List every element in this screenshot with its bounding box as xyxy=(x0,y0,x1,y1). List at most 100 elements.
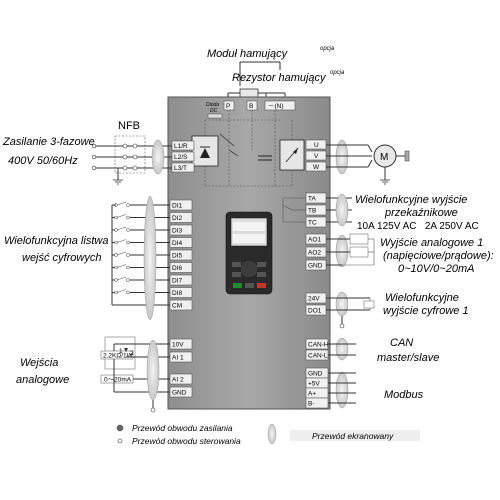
power-input-section: NFB Zasilanie 3-fazowe 400V 50/60Hz L1/R… xyxy=(2,120,195,185)
terminal-gnd-out: GND xyxy=(305,259,327,271)
terminal-can-l-label: CAN-L xyxy=(308,353,328,360)
terminal-l3 xyxy=(171,162,195,173)
power-wire-marker xyxy=(151,139,165,175)
terminal-di3-label: DI3 xyxy=(172,228,183,235)
terminal-can-h-label: CAN-H xyxy=(308,342,329,349)
modbus-label: Modbus xyxy=(384,389,424,401)
brake-resistor-superscript: opcja xyxy=(330,70,345,76)
can-label-line2: master/slave xyxy=(377,352,439,364)
keypad-stop-key xyxy=(257,283,266,288)
terminal-ai-2-label: AI 2 xyxy=(172,377,184,384)
terminal-ai-1-box xyxy=(169,351,193,363)
analog-output-label-line3: 0~10V/0~20mA xyxy=(398,263,474,275)
control-wire-marker xyxy=(335,193,349,227)
terminal-l3-label: L3/T xyxy=(174,165,187,172)
terminal-do1-label: DO1 xyxy=(308,308,322,315)
terminal-di8-label: DI8 xyxy=(172,290,183,297)
terminal-b-label: B xyxy=(249,103,253,110)
motor-label: M xyxy=(380,152,388,163)
modbus-terminals: GND+5VA+B- xyxy=(305,367,329,409)
keypad-key xyxy=(232,272,241,277)
brake-module-label: Moduł hamujący xyxy=(207,48,289,60)
terminal-modbus-3: B- xyxy=(305,397,329,409)
legend-shielded-wire: Przewód ekranowany xyxy=(312,431,394,441)
terminal-ao2-out-label: AO2 xyxy=(308,250,321,257)
potentiometer-label: 2.2KΩ/1W xyxy=(103,353,134,360)
terminal-ao1-out-label: AO1 xyxy=(308,237,321,244)
analog-output-label-line2: (napięciowe/prądowe): xyxy=(383,250,494,262)
digital-input-section: Wielofunkcyjna listwa wejść cyfrowych DI… xyxy=(4,195,193,321)
terminal-ta-label: TA xyxy=(308,196,316,203)
supply-label-line2: 400V 50/60Hz xyxy=(8,155,78,167)
terminal-modbus-0: GND xyxy=(305,367,329,379)
current-source-label: 0～20mA xyxy=(104,377,132,384)
terminal-10v-box xyxy=(169,338,193,350)
terminal-l2-label: L2/S xyxy=(174,154,188,161)
svg-text:2: 2 xyxy=(130,350,134,357)
terminal-cm-label: CM xyxy=(172,303,182,310)
digital-output-label-line1: Wielofunkcyjne xyxy=(385,292,459,304)
digital-inputs-label-line2: wejść cyfrowych xyxy=(22,252,101,264)
terminal-di7: DI7 xyxy=(169,274,193,286)
terminal-di8: DI8 xyxy=(169,287,193,298)
terminal-di3: DI3 xyxy=(169,224,193,236)
terminal-di4: DI4 xyxy=(169,237,193,248)
terminal-di2: DI2 xyxy=(169,212,193,223)
relay-label-line2: przekaźnikowe xyxy=(384,207,458,219)
analog-output-label-line1: Wyjście analogowe 1 xyxy=(380,237,483,249)
terminal-tb: TB xyxy=(305,204,327,216)
modbus-section: GND+5VA+B- Modbus xyxy=(305,367,424,409)
control-wire-marker xyxy=(335,234,349,268)
terminal-di6-label: DI6 xyxy=(172,265,183,272)
svg-text:1: 1 xyxy=(119,348,123,355)
terminal-v-label: V xyxy=(314,153,319,160)
terminal-tc-label: TC xyxy=(308,220,317,227)
keypad-key xyxy=(232,262,241,267)
legend-shielded-box xyxy=(290,430,420,441)
motor-output-section: U V W M xyxy=(305,139,410,185)
terminal-di5-label: DI5 xyxy=(172,253,183,260)
terminal-ai-2: AI 2 xyxy=(169,373,193,385)
supply-label-line1: Zasilanie 3-fazowe xyxy=(2,136,95,148)
rectifier-diode-icon xyxy=(200,148,210,158)
control-wire-marker xyxy=(146,339,160,401)
terminal-modbus-1: +5V xyxy=(305,377,329,389)
keypad-key xyxy=(257,262,266,267)
terminal-modbus-2: A+ xyxy=(305,387,329,399)
terminal-di2-label: DI2 xyxy=(172,215,183,222)
meter-ao1-icon xyxy=(349,233,369,245)
control-wire-marker xyxy=(143,195,157,321)
terminal-minus-label: －(N) xyxy=(268,103,284,110)
meter-ao2-icon xyxy=(349,246,369,258)
brake-section: Moduł hamujący opcja Rezystor hamujący o… xyxy=(207,46,345,103)
terminal-can-h: CAN-H xyxy=(305,338,329,350)
resistor-symbol xyxy=(239,88,259,98)
terminal-minus xyxy=(264,100,296,111)
digital-output-label-line2: wyjście cyfrowe 1 xyxy=(383,305,469,317)
analog-inputs-label-line2: analogowe xyxy=(16,374,69,386)
breaker-label: NFB xyxy=(118,120,140,132)
terminal-di7-label: DI7 xyxy=(172,278,183,285)
terminal-24v: 24V xyxy=(305,292,327,304)
terminal-gnd-box xyxy=(169,386,193,398)
keypad-run-key xyxy=(233,283,242,288)
terminal-di5: DI5 xyxy=(169,249,193,261)
relay-label-line1: Wielofunkcyjne wyjście xyxy=(355,194,467,206)
terminal-di1-label: DI1 xyxy=(172,203,183,210)
power-wire-legend-icon xyxy=(116,424,124,432)
legend: Przewód obwodu zasilania Przewód obwodu … xyxy=(116,423,420,446)
legend-power-wire: Przewód obwodu zasilania xyxy=(132,423,233,433)
legend-control-wire: Przewód obwodu sterowania xyxy=(132,436,241,446)
load-icon xyxy=(363,300,375,309)
relay-rating: 10A 125V AC 2A 250V AC xyxy=(357,221,479,232)
analog-input-section: Wejścia analogowe 2.2KΩ/1W 0～20mA 1 2 10… xyxy=(16,336,193,413)
terminal-di4-label: DI4 xyxy=(172,240,183,247)
control-wire-marker xyxy=(335,291,349,317)
brake-resistor-label: Rezystor hamujący xyxy=(232,72,327,84)
terminal-10v-label: 10V xyxy=(172,342,184,349)
